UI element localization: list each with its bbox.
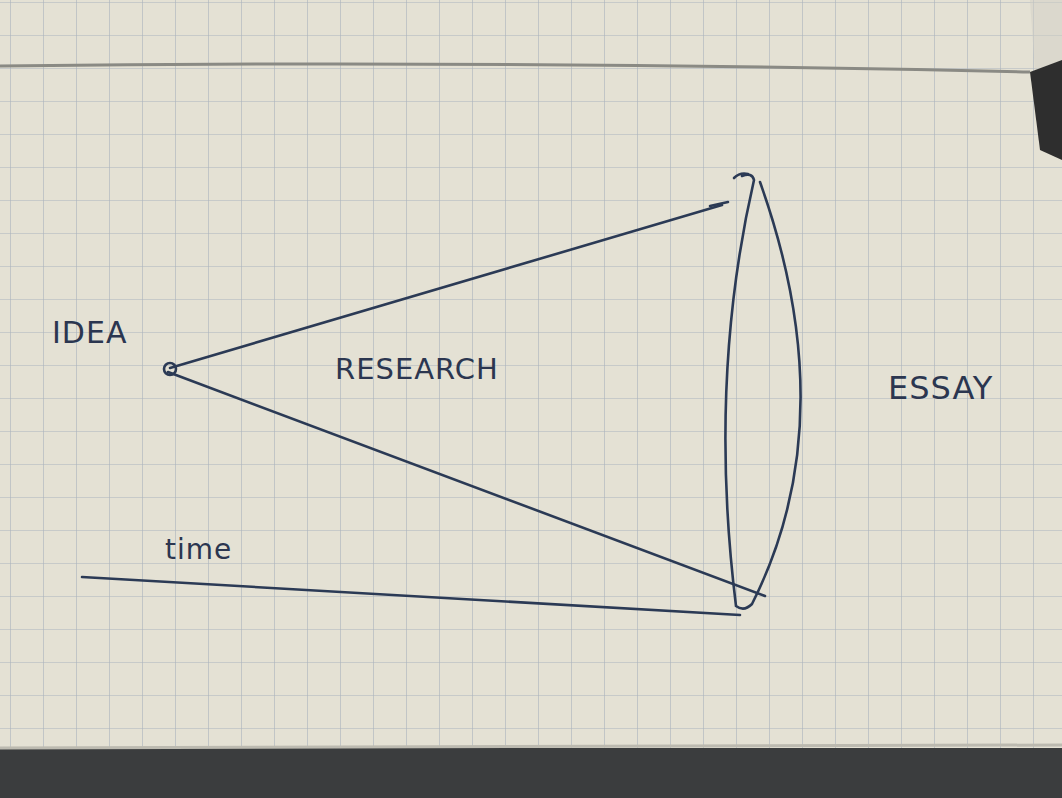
essay-ellipse	[725, 175, 800, 609]
essay-label: ESSAY	[888, 372, 993, 404]
cone-tick	[710, 202, 728, 206]
desk	[0, 748, 1062, 798]
binding-shadow	[1030, 60, 1062, 160]
time-label: time	[165, 536, 232, 564]
research-label: RESEARCH	[335, 355, 499, 384]
upper-page	[0, 0, 1062, 72]
cone-lower-edge	[168, 372, 765, 596]
page-bottom	[0, 745, 1062, 748]
page-edge	[0, 64, 1030, 72]
cone-drawing	[82, 174, 801, 616]
ellipse-top-stroke	[734, 174, 748, 179]
time-axis	[82, 577, 740, 615]
cone-upper-edge	[170, 205, 722, 368]
idea-label: IDEA	[52, 318, 127, 348]
